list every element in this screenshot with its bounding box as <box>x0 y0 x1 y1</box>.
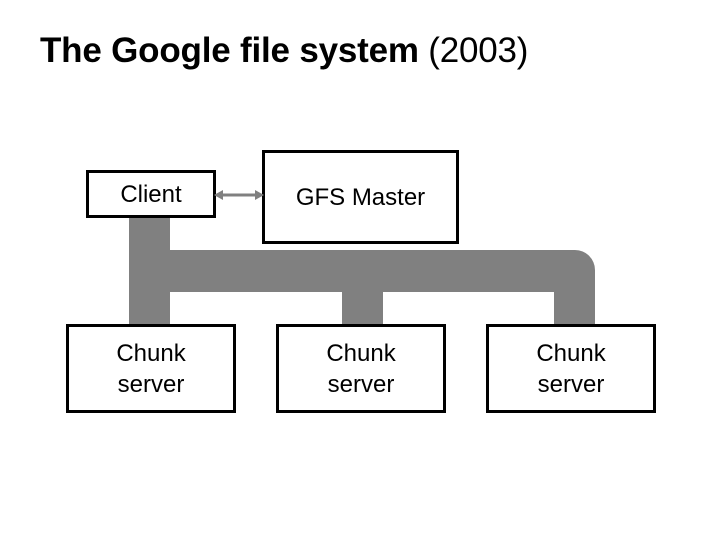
node-chunk-server-2[interactable]: Chunk server <box>276 324 446 413</box>
node-client[interactable]: Client <box>86 170 216 218</box>
node-chunk-server-2-label: Chunk server <box>326 339 396 398</box>
node-gfs-master[interactable]: GFS Master <box>262 150 459 244</box>
node-chunk-server-1[interactable]: Chunk server <box>66 324 236 413</box>
bus-horizontal-rail <box>129 250 595 292</box>
node-gfs-master-label: GFS Master <box>295 183 426 211</box>
node-client-label: Client <box>120 180 182 208</box>
node-chunk-server-3-label: Chunk server <box>536 339 606 398</box>
page-title-main: The Google file system <box>40 31 419 70</box>
page-title-year: (2003) <box>418 31 529 70</box>
page-title: The Google file system (2003) <box>40 29 528 73</box>
bus-drop-chunk-2 <box>554 288 595 326</box>
bus-drop-chunk-1 <box>342 288 383 326</box>
double-arrow-icon <box>214 190 264 200</box>
node-chunk-server-1-label: Chunk server <box>116 339 186 398</box>
node-chunk-server-3[interactable]: Chunk server <box>486 324 656 413</box>
